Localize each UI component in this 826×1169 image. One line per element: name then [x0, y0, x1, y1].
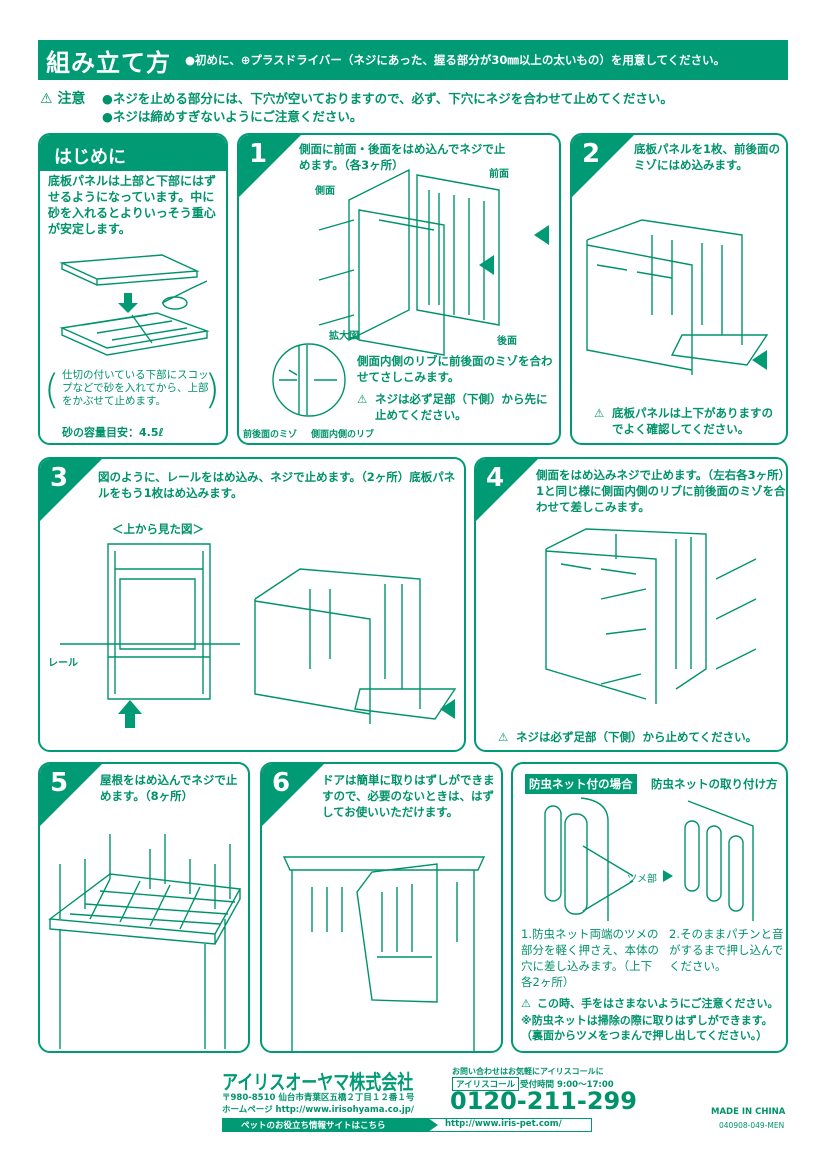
step-5-panel: 5 屋根をはめ込んでネジで止めます。（8ヶ所） — [38, 762, 250, 1053]
net-step-2: 2.そのままパチンと音がするまで押し込んでください。 — [669, 927, 784, 973]
step-1-text: 側面に前面・後面をはめ込んでネジで止めます。（各3ヶ所） — [299, 142, 506, 172]
step-6-panel: 6 ドアは簡単に取りはずしができますので、必要のないときは、はずしてお使いいただ… — [260, 762, 503, 1053]
homepage-link[interactable]: ホームページ http://www.irisohyama.co.jp/ — [222, 1105, 414, 1115]
page-title: 組み立て方 — [46, 48, 171, 77]
intro-title: はじめに — [40, 135, 226, 171]
caution-line: ●ネジを止める部分には、下穴が空いておりますので、必ず、下穴にネジを合わせて止め… — [102, 91, 673, 106]
step-4-illustration — [545, 528, 757, 704]
step-4-panel: 4 側面をはめ込みネジで止めます。（左右各3ヶ所）1と同じ様に側面内側のリブに前… — [474, 457, 788, 752]
paren-left: ( — [44, 367, 60, 413]
step-2-illustration — [586, 219, 769, 375]
inquiry-text: お問い合わせはお気軽にアイリスコールに — [452, 1067, 604, 1076]
step-6-illustration — [282, 856, 486, 1051]
step-1-detail: 側面内側のリブに前後面のミゾを合わせてさしこみます。 — [357, 354, 553, 384]
document-code: 040908-049-MEN — [719, 1121, 785, 1130]
step-2-panel: 2 底板パネルを1枚、前後面のミゾにはめ込みます。 ⚠底板パネルは上下があります… — [570, 133, 788, 445]
label-back: 後面 — [497, 336, 517, 347]
tab-label: ツメ部 — [627, 874, 657, 885]
caution-label: ⚠ 注意 — [40, 91, 86, 107]
label-side: 側面 — [315, 186, 335, 197]
net-illustration — [544, 797, 754, 921]
pet-site-url[interactable]: http://www.iris-pet.com/ — [445, 1119, 562, 1129]
pet-site-bar[interactable]: ペットのお役立ち情報サイトはこちら http://www.iris-pet.co… — [222, 1118, 592, 1132]
phone-number[interactable]: 0120-211-299 — [450, 1087, 637, 1115]
step-2-warning: ⚠底板パネルは上下がありますのでよく確認してください。 — [594, 406, 773, 436]
label-zoom: 拡大図 — [329, 331, 359, 342]
label-rib: 側面内側のリブ — [311, 430, 375, 440]
step-6-text: ドアは簡単に取りはずしができますので、必要のないときは、はずしてお使いいただけま… — [322, 773, 495, 819]
tools-note: ●初めに、⊕プラスドライバー（ネジにあった、握る部分が30㎜以上の太いもの）を用… — [185, 53, 726, 67]
intro-note: 仕切の付いている下部にスコップなどで砂を入れてから、上部をかぶせて止めます。 — [62, 369, 209, 407]
call-hours: 受付時間 9:00～17:00 — [520, 1080, 614, 1090]
detail-zoom-illustration — [272, 343, 346, 417]
rail-label: レール — [48, 658, 78, 669]
step-number: 5 — [50, 768, 69, 798]
step-number: 2 — [582, 139, 601, 169]
sand-capacity: 砂の容量目安：4.5ℓ — [62, 426, 164, 439]
step-3-text: 図のように、レールをはめ込み、ネジで止めます。（2ヶ所）底板パネルをもう1枚はめ… — [98, 470, 456, 500]
step-4-warning: ⚠ネジは必ず足部（下側）から止めてください。 — [498, 730, 758, 744]
net-title: 防虫ネットの取り付け方 — [651, 777, 778, 791]
label-groove: 前後面のミゾ — [243, 430, 298, 440]
step-1-warning: ⚠ネジは必ず足部（下側）から先に止めてください。 — [357, 392, 548, 422]
step-number: 3 — [50, 463, 69, 493]
step-number: 6 — [272, 768, 291, 798]
call-label: アイリスコール — [452, 1077, 520, 1091]
step-number: 1 — [249, 139, 268, 169]
insect-net-panel: 防虫ネット付の場合 防虫ネットの取り付け方 ツメ部 1.防虫ネット両端のツメの部… — [511, 762, 788, 1053]
made-in: MADE IN CHINA — [711, 1107, 786, 1117]
step-1-panel: 1 側面に前面・後面をはめ込んでネジで止めます。（各3ヶ所） 側面 前面 後面 … — [237, 133, 561, 445]
base-panel-illustration — [59, 254, 210, 356]
net-warning: ⚠この時、手をはさまないようにご注意ください。 — [521, 997, 779, 1010]
intro-panel: はじめに 底板パネルは上部と下部にはずせるようになっています。中に砂を入れるとよ… — [38, 133, 228, 445]
net-badge: 防虫ネット付の場合 — [525, 774, 637, 794]
step-5-illustration — [48, 834, 242, 1049]
net-step-1: 1.防虫ネット両端のツメの部分を軽く押さえ、本体の穴に差し込みます。（上下各2ヶ… — [521, 927, 659, 989]
paren-right: ) — [204, 367, 220, 413]
caution-line: ●ネジは締めすぎないようにご注意ください。 — [102, 109, 363, 124]
company-address: 〒980-8510 仙台市青葉区五橋２丁目１２番１号 — [222, 1093, 415, 1103]
intro-text: 底板パネルは上部と下部にはずせるようになっています。中に砂を入れるとよりいっそう… — [48, 174, 217, 236]
step-4-text: 側面をはめ込みネジで止めます。（左右各3ヶ所）1と同じ様に側面内側のリブに前後面… — [536, 468, 786, 514]
title-bar: 組み立て方 ●初めに、⊕プラスドライバー（ネジにあった、握る部分が30㎜以上の太… — [38, 40, 788, 80]
top-view-label: ＜上から見た図＞ — [112, 522, 204, 536]
step-1-illustration — [318, 168, 549, 356]
step-3-panel: 3 図のように、レールをはめ込み、ネジで止めます。（2ヶ所）底板パネルをもう1枚… — [38, 457, 466, 752]
net-note: ※防虫ネットは掃除の際に取りはずしができます。（裏面からツメをつまんで押し出して… — [521, 1014, 773, 1042]
step-number: 4 — [486, 463, 505, 493]
step-5-text: 屋根をはめ込んでネジで止めます。（8ヶ所） — [100, 773, 238, 803]
step-2-text: 底板パネルを1枚、前後面のミゾにはめ込みます。 — [634, 142, 781, 172]
company-name: アイリスオーヤマ株式会社 — [222, 1070, 414, 1094]
label-front: 前面 — [489, 169, 509, 180]
caution-block: ⚠ 注意 ●ネジを止める部分には、下穴が空いておりますので、必ず、下穴にネジを合わ… — [40, 90, 673, 126]
pet-site-label: ペットのお役立ち情報サイトはこちら — [223, 1119, 438, 1131]
step-3-illustration — [60, 543, 457, 728]
